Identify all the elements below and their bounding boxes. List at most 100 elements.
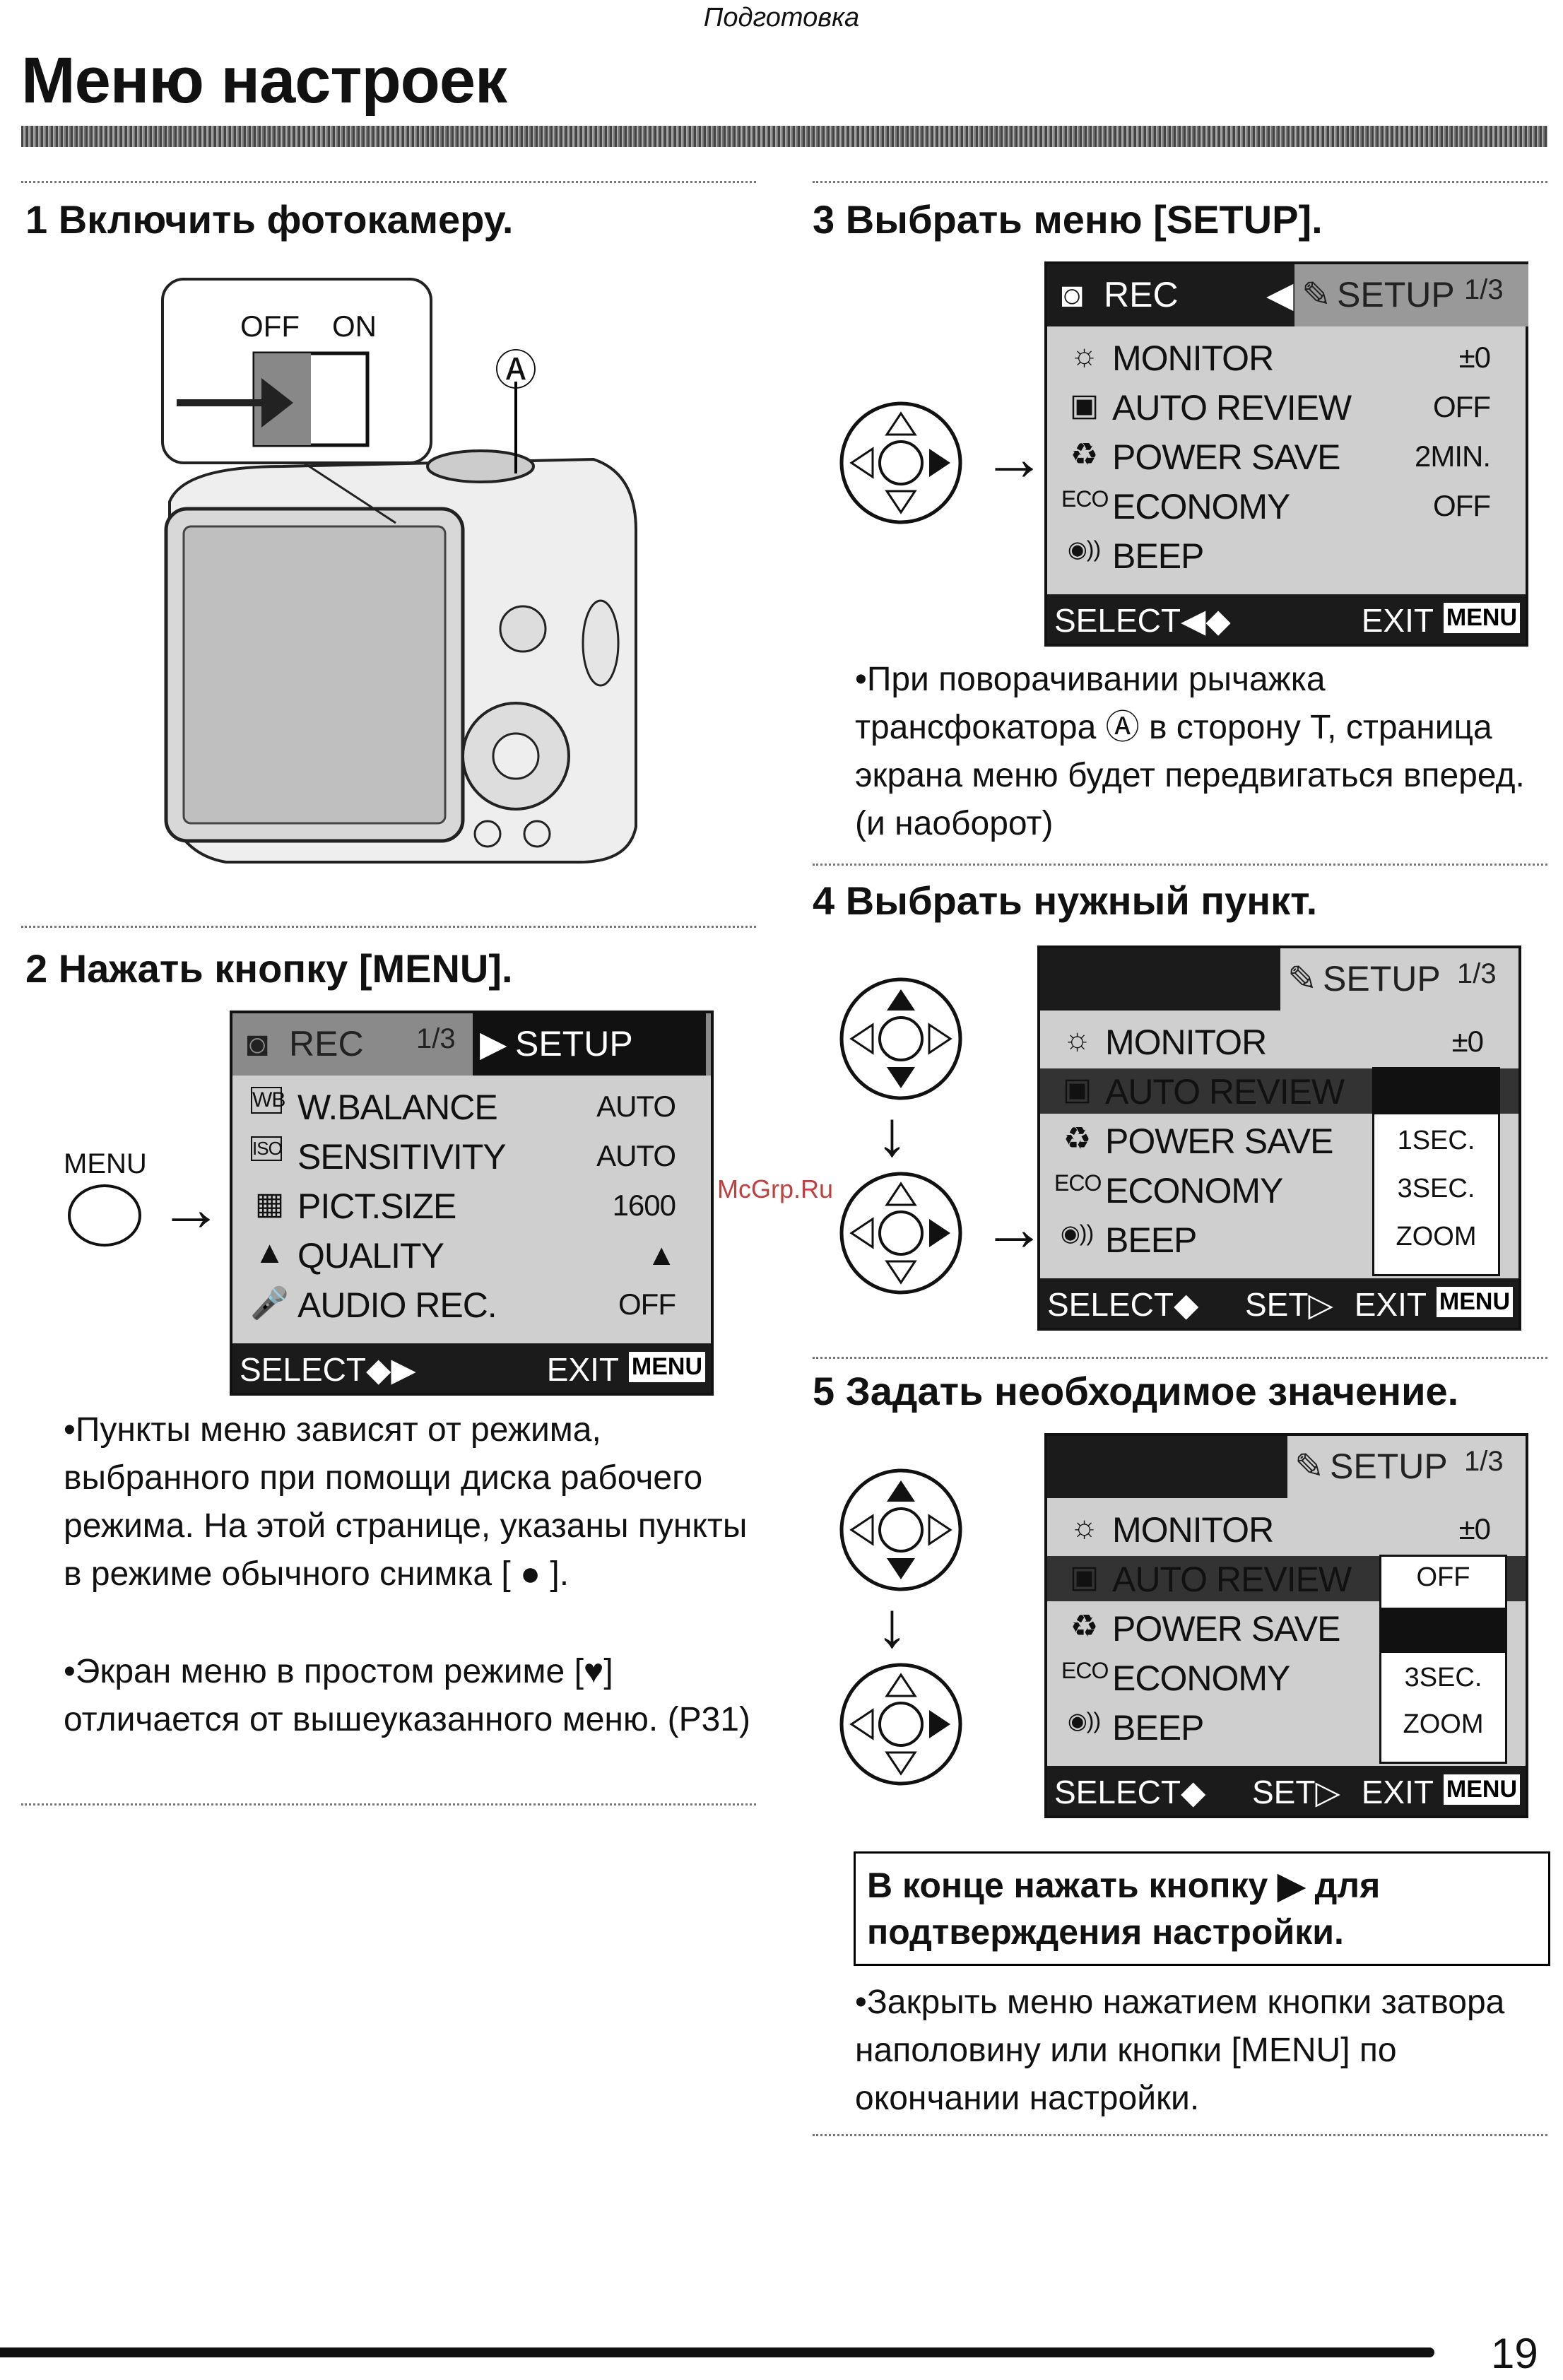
page-indicator: 1/3 [416, 1023, 456, 1054]
menu-button-icon [68, 1184, 141, 1247]
tab-arrow-icon: ◀ [1266, 275, 1294, 314]
divider [813, 2134, 1547, 2136]
note-zoom: При поворачивании рычажка трансфокатора … [855, 656, 1533, 848]
menu-button-label: MENU [64, 1148, 147, 1179]
wrench-icon: ✎ [1294, 1447, 1324, 1486]
note-simple-mode: Экран меню в простом режиме [♥] отличает… [64, 1648, 756, 1744]
menu-row: ☼MONITOR±0 [1070, 1509, 1491, 1550]
arrow-right-icon: → [982, 423, 1046, 494]
page-indicator: 1/3 [1464, 274, 1504, 305]
screen-tabs: ◙ REC ◀ ✎ SETUP 1/3 [1047, 264, 1528, 326]
screen-tabs: ◙ REC 1/3 ▶ SETUP [232, 1013, 711, 1076]
page-number: 19 [1491, 2330, 1538, 2377]
divider [21, 926, 756, 928]
select-hint: SELECT◆ [1054, 1774, 1206, 1810]
option-item: 3SEC. [1404, 1663, 1482, 1692]
section-label: Подготовка [703, 3, 860, 33]
tab-setup: SETUP [1323, 959, 1441, 998]
option-item: 1SEC. [1397, 1126, 1475, 1155]
arrow-right-icon: → [159, 1174, 223, 1244]
tab-setup: SETUP [1337, 275, 1455, 314]
screen-tabs: ✎ SETUP 1/3 [1040, 948, 1518, 1011]
menu-row: ♻POWER SAVE [1063, 1121, 1334, 1161]
note-close-menu: Закрыть меню нажатием кнопки затвора нап… [855, 1979, 1533, 2123]
watermark: McGrp.Ru [717, 1174, 834, 1203]
option-item: 3SEC. [1397, 1174, 1475, 1203]
options-popup: OFF 3SEC. ZOOM [1379, 1555, 1507, 1764]
screen-footer: SELECT◆ SET▷ EXIT MENU [1040, 1278, 1518, 1328]
exit-hint: EXIT [1361, 1774, 1434, 1810]
camera-screen-setup: ◙ REC ◀ ✎ SETUP 1/3 ☼MONITOR±0 ▣AUTO REV… [1044, 261, 1528, 647]
select-hint: SELECT◆▶ [240, 1351, 416, 1388]
switch-off-label: OFF [240, 310, 300, 343]
divider [813, 864, 1547, 866]
menu-row: ☼MONITOR±0 [1070, 338, 1491, 378]
divider [813, 181, 1547, 183]
option-item: OFF [1416, 1562, 1470, 1592]
marker-a: Ⓐ [495, 347, 537, 394]
set-hint: SET▷ [1252, 1774, 1340, 1810]
step4-title: 4 Выбрать нужный пункт. [813, 878, 1318, 923]
menu-row: ♻POWER SAVE [1070, 1609, 1341, 1649]
footer-bar [0, 2347, 1434, 2357]
tab-rec: REC [289, 1024, 364, 1064]
menu-row-selected: ▣AUTO REVIEW [1062, 1072, 1345, 1112]
tab-rec: REC [1104, 275, 1179, 314]
screen-footer: SELECT◆ SET▷ EXIT MENU [1047, 1766, 1526, 1815]
select-hint: SELECT◆ [1047, 1286, 1199, 1323]
menu-row: ◉))BEEP [1060, 1220, 1198, 1260]
tab-setup: SETUP [1330, 1447, 1448, 1486]
screen-tabs: ✎ SETUP 1/3 [1047, 1436, 1526, 1498]
menu-row: ◉))BEEP [1067, 536, 1205, 576]
page-indicator: 1/3 [1464, 1446, 1504, 1477]
options-popup: 1SEC. 3SEC. ZOOM [1372, 1067, 1500, 1276]
menu-badge: MENU [1443, 603, 1520, 633]
step5-title: 5 Задать необходимое значение. [813, 1369, 1459, 1413]
page-title: Меню настроек [21, 45, 507, 117]
step1-title: 1 Включить фотокамеру. [25, 197, 514, 242]
divider [21, 1803, 756, 1805]
divider [813, 1357, 1547, 1359]
note-modes: Пункты меню зависят от режима, выбранног… [64, 1406, 756, 1598]
menu-badge: MENU [628, 1352, 705, 1382]
confirm-text: В конце нажать кнопку ▶ для подтверждени… [867, 1866, 1381, 1952]
option-item: ZOOM [1396, 1222, 1477, 1251]
arrow-down-icon: ↓ [876, 1099, 908, 1170]
exit-hint: EXIT [1361, 602, 1434, 639]
camera-screen-select-item: ✎ SETUP 1/3 ☼MONITOR±0 ▣AUTO REVIEW ♻POW… [1037, 945, 1521, 1331]
tab-arrow-icon: ▶ [480, 1024, 507, 1064]
exit-hint: EXIT [546, 1351, 619, 1388]
option-item-selected [1381, 1608, 1505, 1653]
menu-badge: MENU [1436, 1287, 1513, 1317]
arrow-right-icon: → [982, 1194, 1046, 1264]
camera-icon: ◙ [1061, 275, 1083, 314]
wrench-icon: ✎ [1287, 959, 1317, 998]
switch-on-label: ON [332, 310, 377, 343]
confirm-box: В конце нажать кнопку ▶ для подтверждени… [854, 1851, 1550, 1966]
step3-title: 3 Выбрать меню [SETUP]. [813, 197, 1323, 242]
wrench-icon: ✎ [1302, 275, 1331, 314]
camera-icon: ◙ [247, 1024, 269, 1064]
divider [21, 181, 756, 183]
menu-row-selected: ▣AUTO REVIEW [1069, 1560, 1352, 1599]
page-indicator: 1/3 [1457, 958, 1497, 989]
select-hint: SELECT◀◆ [1054, 602, 1231, 639]
title-rule [21, 126, 1547, 147]
camera-screen-set-value: ✎ SETUP 1/3 ☼MONITOR±0 ▣AUTO REVIEW ♻POW… [1044, 1433, 1528, 1818]
screen-footer: SELECT◀◆ EXIT MENU [1047, 594, 1526, 644]
exit-hint: EXIT [1354, 1286, 1427, 1323]
set-hint: SET▷ [1245, 1286, 1333, 1323]
menu-row: ☼MONITOR±0 [1063, 1022, 1484, 1062]
menu-badge: MENU [1443, 1774, 1520, 1805]
menu-row: 🎤AUDIO REC.OFF [250, 1285, 676, 1325]
menu-row: ◉))BEEP [1067, 1708, 1205, 1748]
